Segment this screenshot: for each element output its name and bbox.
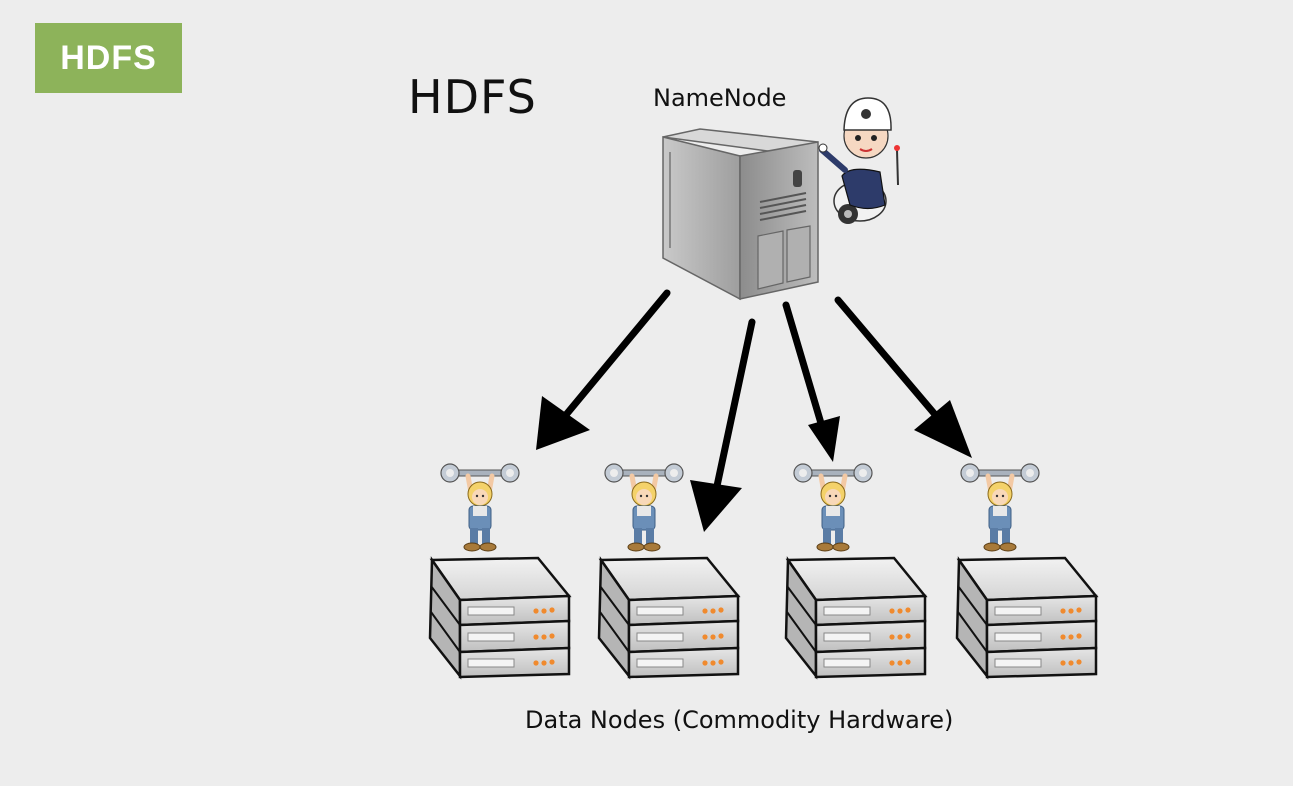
police-officer-icon: [818, 97, 900, 224]
arrow-4: [834, 296, 942, 422]
namenode-server-icon: [662, 128, 819, 301]
arrowhead-3: [808, 416, 840, 462]
worker-icon-3: [794, 464, 872, 551]
datanode-server-icon-2: [597, 556, 740, 679]
datanode-server-icon-4: [955, 556, 1098, 679]
arrow-3: [782, 301, 827, 434]
namenode-to-datanode-arrows: [536, 289, 972, 532]
arrowhead-1: [536, 396, 590, 450]
worker-icon-1: [441, 464, 519, 551]
arrowhead-2: [690, 480, 742, 532]
datanode-server-icon-1: [428, 556, 571, 679]
datanodes-label: Data Nodes (Commodity Hardware): [525, 706, 954, 734]
worker-icon-4: [961, 464, 1039, 551]
diagram-title: HDFS: [408, 70, 537, 124]
section-badge: HDFS: [35, 23, 182, 93]
datanode-server-icon-3: [784, 556, 927, 679]
worker-icon-2: [605, 464, 683, 551]
arrow-2: [713, 318, 756, 490]
arrow-1: [561, 289, 671, 420]
namenode-label: NameNode: [653, 84, 787, 112]
arrowhead-4: [914, 400, 972, 458]
